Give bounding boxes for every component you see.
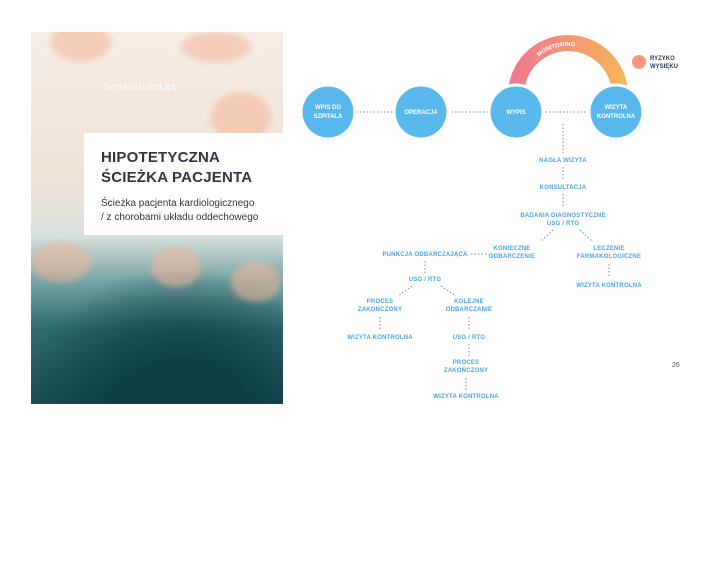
- title-line-2: ŚCIEŻKA PACJENTA: [101, 169, 253, 186]
- step-label: OPERACJA: [404, 110, 438, 116]
- node-wizyta-kontrolna-left: WIZYTA KONTROLNA: [347, 335, 413, 341]
- step-label: WIZYTA: [605, 105, 628, 111]
- node-leczenie: LECZENIE: [593, 246, 624, 252]
- connector: [397, 285, 413, 297]
- step-circle-follow-up: [587, 83, 645, 141]
- page-number: 26: [672, 362, 680, 369]
- node-konsultacja: KONSULTACJA: [540, 185, 587, 191]
- subtitle: Ścieżka pacjenta kardiologicznego / z ch…: [101, 197, 258, 225]
- title-card: HIPOTETYCZNA ŚCIEŻKA PACJENTA Ścieżka pa…: [84, 133, 283, 235]
- legend-label-1: RYZYKO: [650, 56, 675, 62]
- connector: [579, 229, 594, 243]
- step-circle-operation: [392, 83, 450, 141]
- node-kolejne-sub: ODBARCZANIE: [446, 307, 493, 313]
- title-line-1: HIPOTETYCZNA: [101, 149, 221, 166]
- legend-dot: [632, 55, 646, 69]
- node-proces-1-sub: ZAKOŃCZONY: [358, 305, 402, 313]
- node-konieczne: KONIECZNE: [493, 246, 530, 252]
- step-label: SZPITALA: [314, 114, 344, 120]
- node-konieczne-sub: ODBARCZENIE: [489, 254, 535, 260]
- connector: [440, 285, 457, 297]
- step-circle-admission: [299, 83, 357, 141]
- subtitle-line-2: / z chorobami układu oddechowego: [101, 212, 259, 223]
- node-badania: BADANIA DIAGNOSTYCZNE: [520, 213, 605, 219]
- page-title: HIPOTETYCZNA ŚCIEŻKA PACJENTA: [101, 148, 252, 188]
- step-circle-discharge: [487, 83, 545, 141]
- step-label: WPIS DO: [315, 105, 341, 111]
- node-usg-rtg-1: USG / RTG: [409, 277, 442, 283]
- node-kolejne: KOLEJNE: [454, 299, 484, 305]
- monitoring-arc: [508, 35, 628, 96]
- node-punkcja: PUNKCJA ODBARCZAJĄCA: [382, 252, 468, 258]
- node-badania-sub: USG / RTG: [547, 221, 580, 227]
- node-proces-1: PROCES: [367, 299, 394, 305]
- node-proces-2: PROCES: [453, 360, 480, 366]
- node-nagla-wizyta: NAGŁA WIZYTA: [539, 158, 587, 164]
- subtitle-line-1: Ścieżka pacjenta kardiologicznego: [101, 198, 255, 209]
- node-usg-rtg-2: USG / RTG: [453, 335, 486, 341]
- step-label: WYPIS: [506, 110, 525, 116]
- node-proces-2-sub: ZAKOŃCZONY: [444, 366, 488, 374]
- step-label: KONTROLNA: [597, 114, 636, 120]
- node-wizyta-kontrolna-right: WIZYTA KONTROLNA: [576, 283, 642, 289]
- node-wizyta-kontrolna-bottom: WIZYTA KONTROLNA: [433, 394, 499, 400]
- brand-logo: SensoriumLab: [103, 82, 178, 93]
- legend-label-2: WYSIĘKU: [650, 64, 678, 70]
- node-leczenie-sub: FARMAKOLOGICZNE: [577, 254, 641, 260]
- connector: [539, 229, 554, 243]
